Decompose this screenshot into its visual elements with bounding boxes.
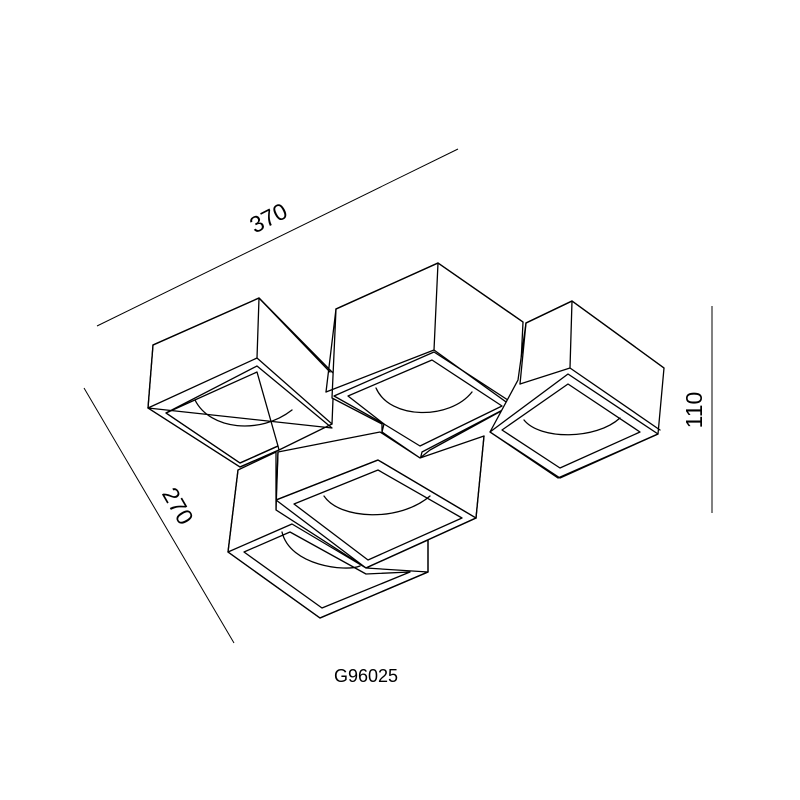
box-top-face: [147, 297, 335, 468]
lens-reflector-arc: [281, 531, 361, 569]
box-base-edge: [519, 367, 661, 431]
length-dimension-line: [96, 148, 459, 327]
light-box-front: [227, 451, 429, 619]
lens-frame-outer: [333, 351, 515, 461]
height-dimension-label: 110: [681, 392, 707, 429]
height-dimension: 110: [681, 306, 713, 513]
lens-frame-inner: [293, 469, 463, 561]
lens-reflector-arc: [323, 495, 431, 516]
box-left-edge: [519, 322, 527, 385]
box-vertical-edge: [433, 262, 439, 351]
lens-reflector-arc: [194, 399, 293, 427]
lens-frame-outer: [489, 373, 659, 479]
light-box-right: [489, 300, 665, 479]
box-left-edge: [227, 469, 239, 553]
box-right-edge: [475, 435, 485, 519]
length-dimension-label: 370: [245, 198, 291, 239]
depth-dimension-line: [83, 387, 235, 644]
box-base-edge: [325, 349, 521, 413]
box-base-edge: [147, 357, 333, 425]
lens-frame-inner: [347, 359, 503, 447]
box-vertical-edge: [569, 300, 573, 369]
model-code: G96025: [334, 666, 398, 686]
lens-reflector-arc: [523, 417, 621, 436]
lens-reflector-arc: [375, 387, 473, 414]
lens-frame-outer: [227, 523, 429, 619]
lens-frame-outer: [275, 459, 477, 569]
lens-frame-inner: [165, 371, 279, 464]
box-left-edge: [325, 308, 337, 393]
box-vertical-edge: [256, 297, 260, 359]
box-front-edge: [147, 344, 154, 409]
light-box-back-center: [325, 262, 524, 461]
lens-frame-inner: [501, 383, 641, 469]
light-box-back-left: [147, 297, 335, 468]
